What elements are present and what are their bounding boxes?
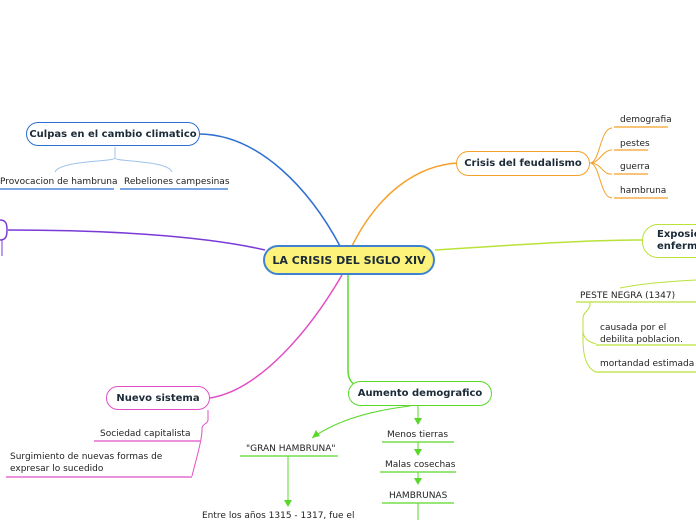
topic-aumento[interactable]: Aumento demografico [348,381,492,406]
link-aumento [347,275,359,387]
leaf-gran-detalle[interactable]: Entre los años 1315 - 1317, fue el [202,511,355,521]
leaf-gran-hambruna[interactable]: "GRAN HAMBRUNA" [246,444,336,454]
leaf-malas-cosechas[interactable]: Malas cosechas [385,460,456,470]
leaf-sociedad-capitalista[interactable]: Sociedad capitalista [100,429,191,439]
topic-nuevo-sistema[interactable]: Nuevo sistema [106,386,210,410]
leaf-provocacion[interactable]: Provocacion de hambruna [0,177,118,187]
link-peste-children [582,302,597,373]
leaf-menos-tierras[interactable]: Menos tierras [387,430,449,440]
link-feudalismo [351,162,459,247]
leaf-hambrunas[interactable]: HAMBRUNAS [389,491,448,501]
central-topic[interactable]: LA CRISIS DEL SIGLO XIV [263,245,435,275]
leaf-mortandad[interactable]: mortandad estimada c [600,359,696,369]
topic-feudalismo[interactable]: Crisis del feudalismo [456,151,590,176]
leaf-surgimiento[interactable]: Surgimiento de nuevas formas de expresar… [10,452,163,474]
topic-left-offscreen[interactable] [0,220,1,240]
exposicion-line2: enferme [657,241,696,252]
leaf-hambruna[interactable]: hambruna [620,186,667,196]
link-left [7,229,266,251]
topic-exposicion[interactable]: Exposici enferme [642,224,696,258]
leaf-guerra[interactable]: guerra [620,162,650,172]
link-nuevo-children [191,410,209,477]
topic-culpas[interactable]: Culpas en el cambio climatico [26,122,200,146]
link-feudalismo-children [589,127,613,199]
exposicion-line1: Exposici [657,229,696,240]
leaf-rebeliones[interactable]: Rebeliones campesinas [124,177,230,187]
leaf-pestes[interactable]: pestes [620,139,650,149]
leaf-causada[interactable]: causada por el debilita poblacion. [600,323,683,345]
leaf-peste-negra[interactable]: PESTE NEGRA (1347) [580,291,676,301]
link-culpas [199,133,341,247]
link-culpas-children [54,147,173,173]
link-nuevo [209,274,343,399]
left-node-edge [0,219,8,241]
link-exposicion-peste [619,279,696,289]
leaf-demografia[interactable]: demografia [620,115,672,125]
link-exposicion [434,239,643,251]
